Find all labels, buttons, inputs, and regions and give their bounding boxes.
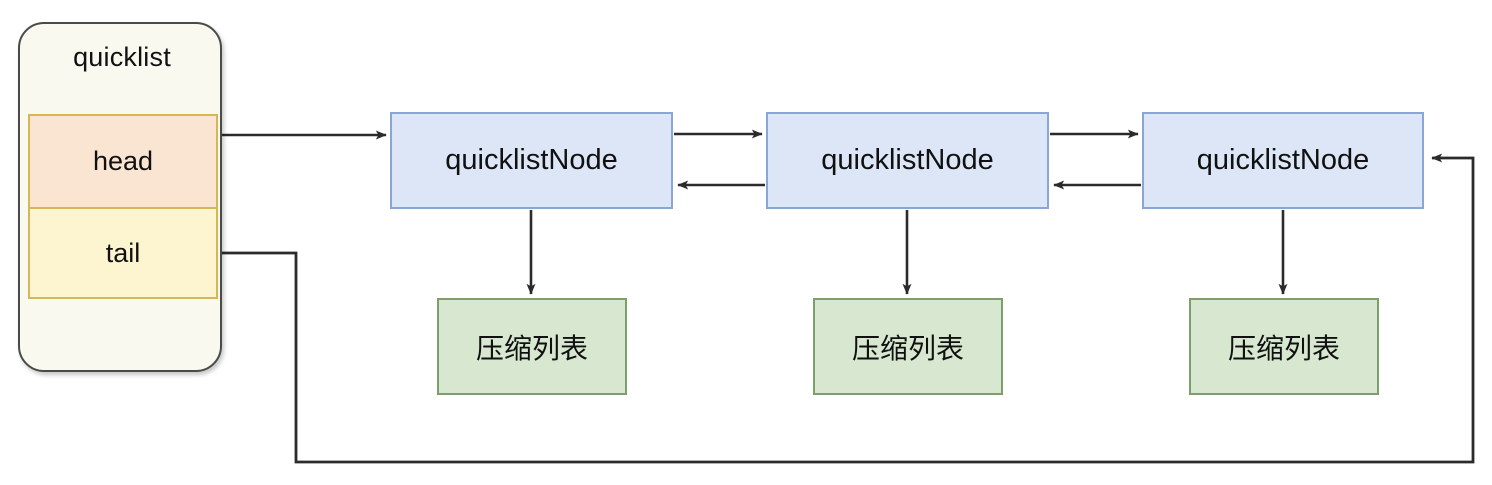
quicklist-node-3: quicklistNode: [1142, 112, 1424, 209]
ziplist-box-2: 压缩列表: [813, 298, 1003, 395]
field-tail: tail: [28, 209, 218, 299]
quicklist-container: quicklist head tail: [18, 22, 222, 372]
quicklist-node-1: quicklistNode: [390, 112, 673, 209]
ziplist-box-1: 压缩列表: [437, 298, 627, 395]
quicklist-title: quicklist: [73, 42, 171, 72]
field-head: head: [28, 114, 218, 209]
ziplist-box-3: 压缩列表: [1189, 298, 1379, 395]
quicklist-node-2: quicklistNode: [766, 112, 1049, 209]
